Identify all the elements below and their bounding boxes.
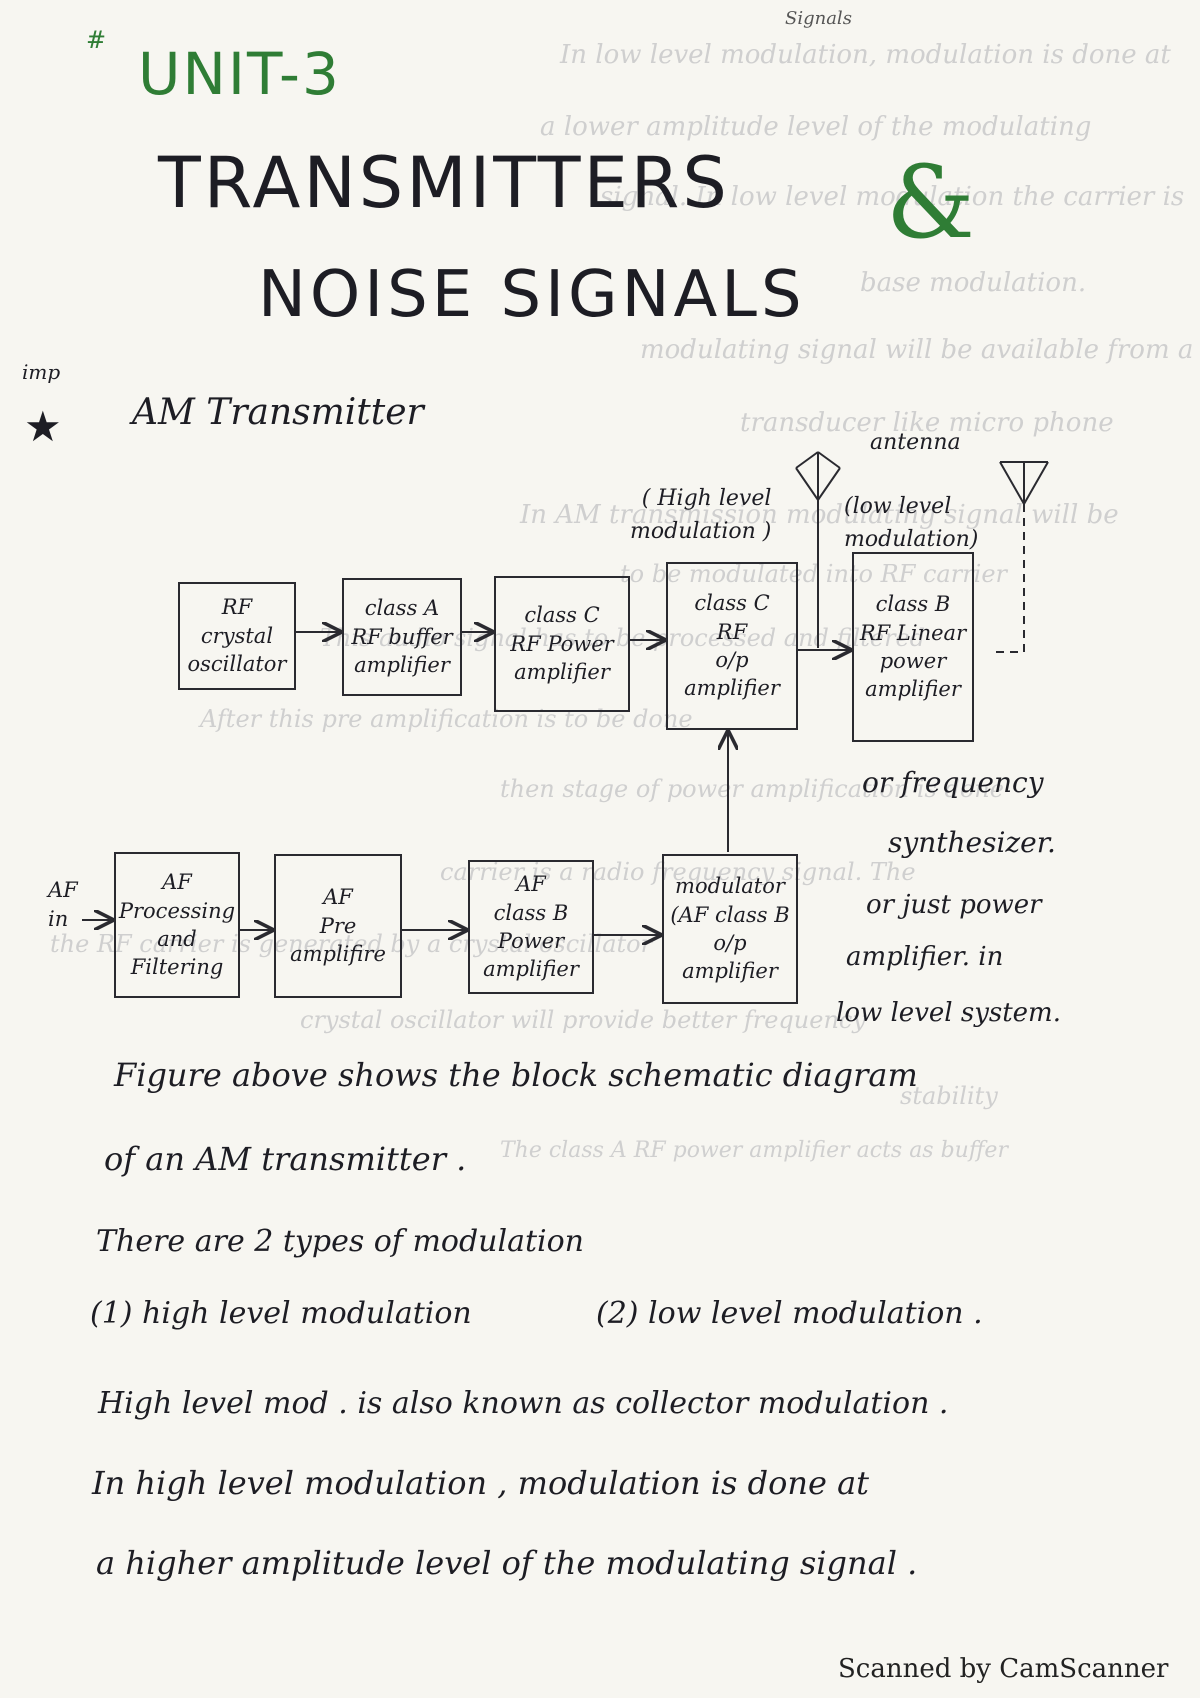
bleed-line: a lower amplitude level of the modulatin… [540, 112, 1092, 142]
side-note: or frequency [862, 766, 1044, 799]
bleed-line: The class A RF power amplifier acts as b… [500, 1138, 1008, 1163]
af-input-label: AF in [48, 878, 78, 932]
antenna-2-icon [999, 461, 1049, 507]
type-item-low: (2) low level modulation . [596, 1296, 983, 1331]
page-title-line-1: TRANSMITTERS [158, 142, 730, 224]
side-note: or just power [866, 890, 1042, 920]
rf-crystal-oscillator-block: RF crystal oscillator [178, 582, 296, 690]
class-c-rf-output-block: class C RF o/p amplifier [666, 562, 798, 730]
antenna-1-icon [795, 451, 841, 648]
bleed-line: modulating signal will be available from… [640, 335, 1194, 365]
side-note: synthesizer. [888, 826, 1056, 859]
class-b-rf-linear-block: class B RF Linear power amplifier [852, 552, 974, 742]
side-note: low level system. [836, 998, 1061, 1028]
top-scribble: Signals [785, 8, 852, 29]
class-a-rf-buffer-block: class A RF buffer amplifier [342, 578, 462, 696]
af-pre-amplifier-block: AF Pre amplifire [274, 854, 402, 998]
bleed-line: to be modulated into RF carrier [620, 560, 1008, 588]
bleed-line: transducer like micro phone [740, 408, 1114, 438]
bleed-line: In low level modulation, modulation is d… [560, 40, 1171, 70]
af-processing-filtering-block: AF Processing and Filtering [114, 852, 240, 998]
high-level-definition: High level mod . is also known as collec… [98, 1386, 949, 1421]
bleed-line: After this pre amplification is to be do… [200, 705, 693, 733]
corner-mark: # [86, 26, 107, 54]
paragraph-line: of an AM transmitter . [104, 1140, 467, 1178]
bleed-line: stability [900, 1082, 998, 1110]
unit-label: UNIT-3 [138, 40, 341, 108]
scanner-watermark: Scanned by CamScanner [838, 1654, 1169, 1684]
paragraph-line: a higher amplitude level of the modulati… [96, 1544, 918, 1582]
high-level-note: ( High level modulation ) [630, 486, 772, 544]
side-note: amplifier. in [846, 942, 1004, 972]
types-line: There are 2 types of modulation [96, 1224, 584, 1259]
bleed-line: then stage of power amplification is don… [500, 775, 1004, 803]
low-level-note: (low level modulation) [844, 494, 979, 552]
bleed-line: This audio signal has to be processed an… [320, 624, 926, 652]
bleed-line: the RF carrier is generated by a crystal… [50, 930, 653, 958]
star-icon: ★ [24, 402, 62, 451]
diagram-connectors [82, 451, 1049, 1060]
bleed-line: base modulation. [860, 268, 1087, 298]
type-item-high: (1) high level modulation [90, 1296, 472, 1331]
bleed-line: carrier is a radio frequency signal. The [440, 858, 916, 886]
section-heading: AM Transmitter [132, 392, 424, 433]
title-ampersand: & [886, 144, 976, 261]
af-class-b-power-block: AF class B Power amplifier [468, 860, 594, 994]
imp-mark: imp [22, 360, 61, 384]
antenna-label: antenna [870, 430, 961, 455]
bleed-line: In AM transmission modulating signal wil… [520, 500, 1119, 530]
antenna-2-feed [990, 504, 1025, 653]
bleed-line: signal. In low level modulation the carr… [600, 182, 1185, 212]
modulator-block: modulator (AF class B o/p amplifier [662, 854, 798, 1004]
paragraph-line: In high level modulation , modulation is… [92, 1464, 870, 1502]
page-title-line-2: NOISE SIGNALS [258, 258, 806, 332]
bleed-line: crystal oscillator will provide better f… [300, 1006, 866, 1034]
paragraph-line: Figure above shows the block schematic d… [114, 1056, 918, 1094]
class-c-rf-power-block: class C RF Power amplifier [494, 576, 630, 712]
